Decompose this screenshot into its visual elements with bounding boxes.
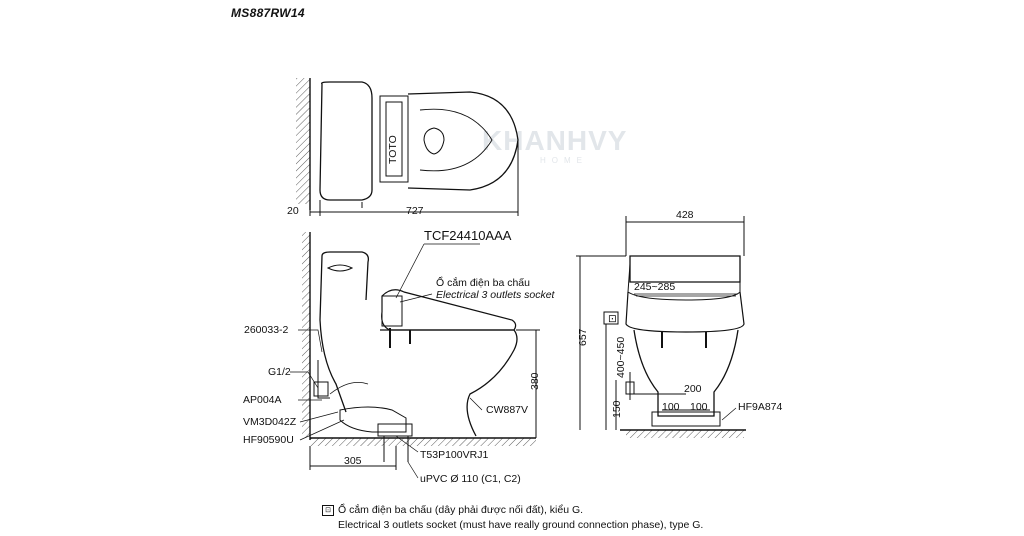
- footnote: ⊡ Ổ cắm điện ba chấu (dây phải được nối đ…: [322, 503, 703, 533]
- dim-245-285: 245~285: [634, 281, 675, 293]
- dim-400-450: 400~450: [615, 337, 627, 378]
- leader-g12: [290, 371, 319, 389]
- footnote-line-vi: ⊡ Ổ cắm điện ba chấu (dây phải được nối đ…: [322, 503, 703, 518]
- dim-657: 657: [577, 328, 589, 346]
- top-view: [296, 78, 519, 216]
- socket-en-label: Electrical 3 outlets socket: [436, 289, 556, 301]
- footnote-vi-text: Ổ cắm điện ba chấu (dây phải được nối đấ…: [338, 504, 584, 516]
- front-view: [576, 216, 746, 438]
- leader-seat-model: [395, 243, 425, 299]
- seat-rim-top: [419, 108, 493, 172]
- floor-hatch-front: [626, 430, 744, 438]
- seat-model-label: TCF24410AAA: [424, 228, 512, 243]
- leader-260033-2: [298, 329, 323, 353]
- flush-button-side: [326, 264, 354, 272]
- leader-vm3d042z: [299, 411, 339, 423]
- part-260033-2: 260033-2: [244, 324, 289, 336]
- drain-elbow: [339, 406, 407, 433]
- leader-bolt: [721, 407, 737, 421]
- dim-150: 150: [611, 400, 623, 418]
- dim-20: 20: [287, 205, 299, 217]
- seat-unit-top: [379, 95, 409, 183]
- model-title: MS887RW14: [231, 6, 305, 20]
- dim-727: 727: [406, 205, 424, 217]
- floor-hatch-side: [310, 438, 536, 446]
- part-hf90590u: HF90590U: [243, 434, 294, 446]
- tank-side: [321, 251, 370, 301]
- seat-side: [381, 289, 517, 331]
- wall-hatch-side: [302, 232, 310, 438]
- seat-panel-top: [385, 101, 403, 177]
- socket-icon: ⊡: [322, 504, 334, 516]
- bowl-front: [633, 329, 739, 417]
- seat-unit-side: [381, 295, 403, 327]
- dim-380: 380: [529, 372, 541, 390]
- bowl-opening-top: [423, 127, 445, 155]
- part-vm3d042z: VM3D042Z: [243, 416, 297, 428]
- socket-vi-label: Ổ cắm điện ba chấu: [436, 276, 530, 289]
- supply-pipe: [317, 360, 330, 399]
- wall-hatch-top: [296, 78, 310, 204]
- leader-cw887v: [469, 397, 483, 411]
- leader-pipe: [407, 461, 419, 479]
- panel-text: TOTO: [387, 135, 399, 164]
- dim-100-left: 100: [662, 401, 680, 413]
- dim-100-right: 100: [690, 401, 708, 413]
- tank-top: [319, 81, 373, 201]
- flange-label: T53P100VRJ1: [420, 449, 488, 461]
- bowl-model-label: CW887V: [486, 404, 528, 416]
- hose: [329, 381, 369, 395]
- watermark-text: KHANHVY: [482, 125, 627, 156]
- part-g12: G1/2: [268, 366, 291, 378]
- base-front: [651, 411, 721, 427]
- watermark-sub: HOME: [540, 156, 588, 165]
- leader-flange: [395, 435, 419, 453]
- leader-hf90590u: [299, 419, 345, 441]
- leader-socket: [399, 293, 433, 303]
- side-view: [290, 232, 540, 479]
- seat-front: [625, 291, 745, 333]
- tank-lid-front: [627, 263, 741, 301]
- socket-symbol-front: ⊡: [608, 313, 617, 325]
- part-ap004a: AP004A: [243, 394, 282, 406]
- tank-front: [629, 255, 741, 283]
- dim-200: 200: [684, 383, 702, 395]
- dim-428: 428: [676, 209, 694, 221]
- bolt-label: HF9A874: [738, 401, 783, 413]
- footnote-en-text: Electrical 3 outlets socket (must have r…: [338, 519, 704, 531]
- pipe-label: uPVC Ø 110 (C1, C2): [420, 473, 521, 485]
- bowl-front-side: [380, 329, 518, 437]
- flange: [377, 423, 413, 437]
- footnote-line-en: Electrical 3 outlets socket (must have r…: [322, 518, 703, 533]
- body-back-side: [319, 255, 347, 413]
- angle-valve: [313, 381, 329, 397]
- dim-305: 305: [344, 455, 362, 467]
- socket-front: [603, 311, 619, 325]
